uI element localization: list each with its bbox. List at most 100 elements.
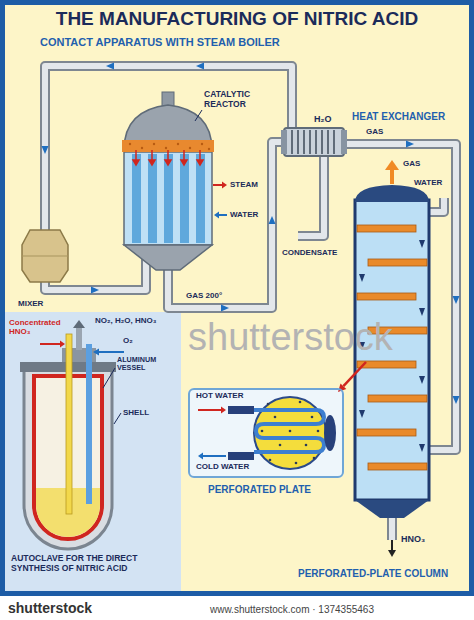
autoclave-figure bbox=[76, 326, 82, 350]
catalytic-reactor bbox=[122, 92, 227, 270]
flow-arrow bbox=[42, 146, 49, 154]
heat-exchanger bbox=[297, 130, 299, 154]
perforated-plate-column bbox=[419, 240, 425, 248]
catalytic-reactor bbox=[208, 148, 210, 150]
footer-note: www.shutterstock.com · 1374355463 bbox=[210, 604, 374, 616]
flow-arrow bbox=[453, 296, 460, 304]
perforated-plate-column bbox=[419, 308, 425, 316]
catalytic-reactor bbox=[222, 182, 227, 189]
perforated-plate-column bbox=[419, 376, 425, 384]
autoclave-figure bbox=[86, 344, 92, 504]
catalytic-reactor bbox=[124, 152, 212, 245]
catalytic-reactor bbox=[183, 150, 185, 160]
catalytic-reactor bbox=[129, 143, 210, 150]
page-frame bbox=[0, 0, 474, 596]
part-label: CATALYTIC REACTOR bbox=[204, 90, 270, 110]
perforated-plate-column bbox=[391, 540, 393, 551]
catalytic-reactor bbox=[181, 160, 187, 165]
perforated-plate-column bbox=[368, 463, 427, 470]
flow-label: GAS 200° bbox=[186, 291, 222, 300]
catalytic-reactor bbox=[165, 147, 167, 149]
part-label: H₂O bbox=[314, 114, 332, 124]
heat-exchanger bbox=[333, 130, 335, 154]
perforated-plate-column bbox=[357, 293, 416, 300]
perforated-plate-column bbox=[355, 185, 429, 202]
page-title: THE MANUFACTURING OF NITRIC ACID bbox=[0, 8, 474, 30]
catalytic-reactor bbox=[149, 160, 155, 165]
page-frame bbox=[5, 5, 469, 591]
mixer bbox=[22, 256, 68, 257]
catalytic-reactor bbox=[219, 214, 227, 216]
flow-label: NO₂, H₂O, HNO₃ bbox=[95, 316, 156, 325]
mixer bbox=[22, 230, 68, 282]
autoclave-panel-ground bbox=[5, 312, 181, 591]
catalytic-reactor bbox=[199, 150, 201, 160]
catalytic-reactor bbox=[197, 160, 203, 165]
flow-arrow bbox=[269, 216, 276, 224]
inset-ground bbox=[188, 388, 344, 478]
heat-exchanger bbox=[315, 130, 317, 154]
flow-arrow bbox=[91, 287, 99, 294]
perforated-plate-figure bbox=[279, 444, 282, 447]
heat-exchanger bbox=[281, 130, 287, 154]
catalytic-reactor bbox=[153, 143, 155, 145]
perforated-plate-column bbox=[359, 410, 365, 418]
perforated-plate-figure bbox=[317, 430, 320, 433]
perforated-plate-column bbox=[390, 169, 394, 184]
pipe bbox=[168, 142, 284, 308]
pipe bbox=[389, 518, 395, 540]
perforated-plate-column bbox=[368, 259, 427, 266]
inset-box: HOT WATERCOLD WATERPERFORATED PLATE bbox=[188, 388, 344, 478]
pipe bbox=[168, 142, 284, 308]
heat-exchanger bbox=[321, 130, 323, 154]
catalytic-reactor bbox=[151, 150, 153, 160]
catalytic-reactor bbox=[124, 245, 212, 270]
perforated-plate-column bbox=[338, 160, 429, 557]
part-label: Concentrated HNO₃ bbox=[9, 318, 69, 336]
autoclave-figure bbox=[103, 368, 115, 388]
catalytic-reactor bbox=[201, 143, 203, 145]
pipe bbox=[298, 156, 324, 236]
heat-exchanger bbox=[292, 130, 334, 154]
autoclave-panel-ground bbox=[5, 312, 181, 591]
catalytic-reactor bbox=[132, 154, 141, 243]
autoclave-figure bbox=[99, 351, 124, 353]
catalytic-reactor bbox=[148, 154, 157, 243]
perforated-plate-column bbox=[419, 444, 425, 452]
mixer bbox=[22, 230, 68, 282]
catalytic-reactor bbox=[164, 154, 173, 243]
catalytic-reactor bbox=[196, 154, 205, 243]
flow-label: O₂ bbox=[123, 336, 133, 345]
catalytic-reactor bbox=[195, 110, 202, 121]
flow-arrow bbox=[106, 63, 114, 70]
catalytic-reactor bbox=[129, 143, 131, 145]
footer-logo: shutterstock bbox=[8, 600, 92, 616]
heat-exchanger bbox=[284, 128, 344, 156]
catalytic-reactor bbox=[135, 150, 137, 160]
perforated-plate-column bbox=[355, 500, 429, 518]
heat-exchanger bbox=[309, 130, 311, 154]
perforated-plate-figure bbox=[203, 455, 226, 457]
flow-arrow bbox=[196, 63, 204, 70]
flow-label: GAS bbox=[403, 159, 420, 168]
perforated-plate-figure bbox=[299, 401, 302, 404]
autoclave-figure bbox=[93, 349, 99, 356]
catalytic-reactor bbox=[141, 147, 143, 149]
heat-exchanger bbox=[341, 130, 347, 154]
section-heading: PERFORATED-PLATE COLUMN bbox=[298, 568, 448, 580]
catalytic-reactor bbox=[165, 160, 171, 165]
perforated-plate-column bbox=[357, 225, 416, 232]
part-label: HEAT EXCHANGER bbox=[352, 111, 445, 123]
perforated-plate-figure bbox=[269, 459, 272, 462]
flow-label: WATER bbox=[414, 178, 442, 187]
perforated-plate-figure bbox=[324, 415, 336, 451]
heat-exchanger bbox=[281, 128, 347, 156]
flow-arrow bbox=[406, 141, 414, 148]
autoclave-figure bbox=[20, 320, 124, 549]
catalytic-reactor bbox=[180, 154, 189, 243]
section-heading: CONTACT APPARATUS WITH STEAM BOILER bbox=[40, 36, 280, 49]
catalytic-reactor bbox=[189, 147, 191, 149]
part-label: MIXER bbox=[18, 299, 43, 308]
